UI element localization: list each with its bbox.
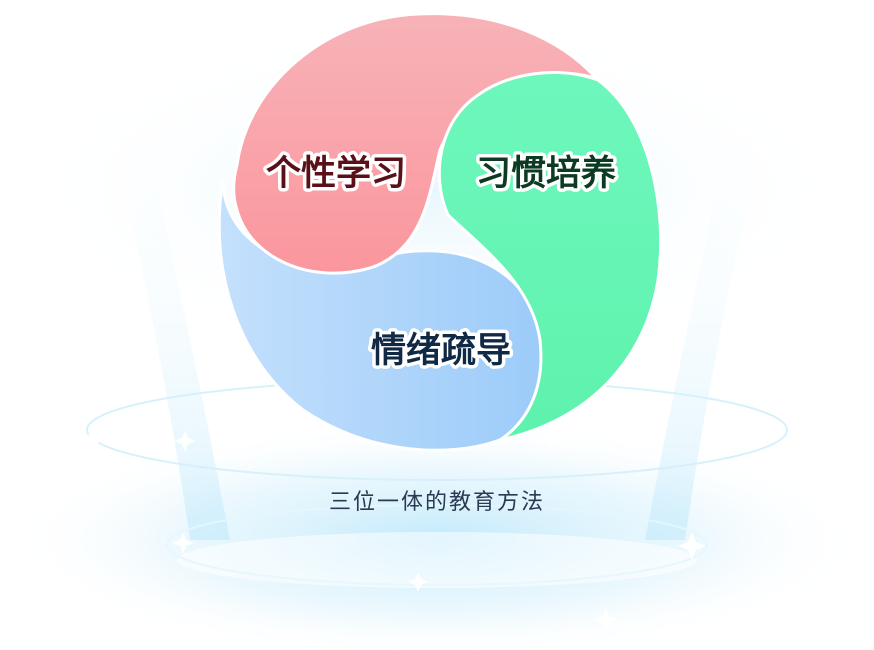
label-habit-cultivation: 习惯培养: [476, 154, 616, 194]
label-emotional-guidance: 情绪疏导: [371, 331, 511, 371]
sparkle-icon: [65, 344, 823, 630]
label-personal-learning: 个性学习: [266, 153, 406, 194]
diagram-caption: 三位一体的教育方法: [328, 490, 545, 515]
segment-habit-cultivation: [437, 71, 663, 442]
